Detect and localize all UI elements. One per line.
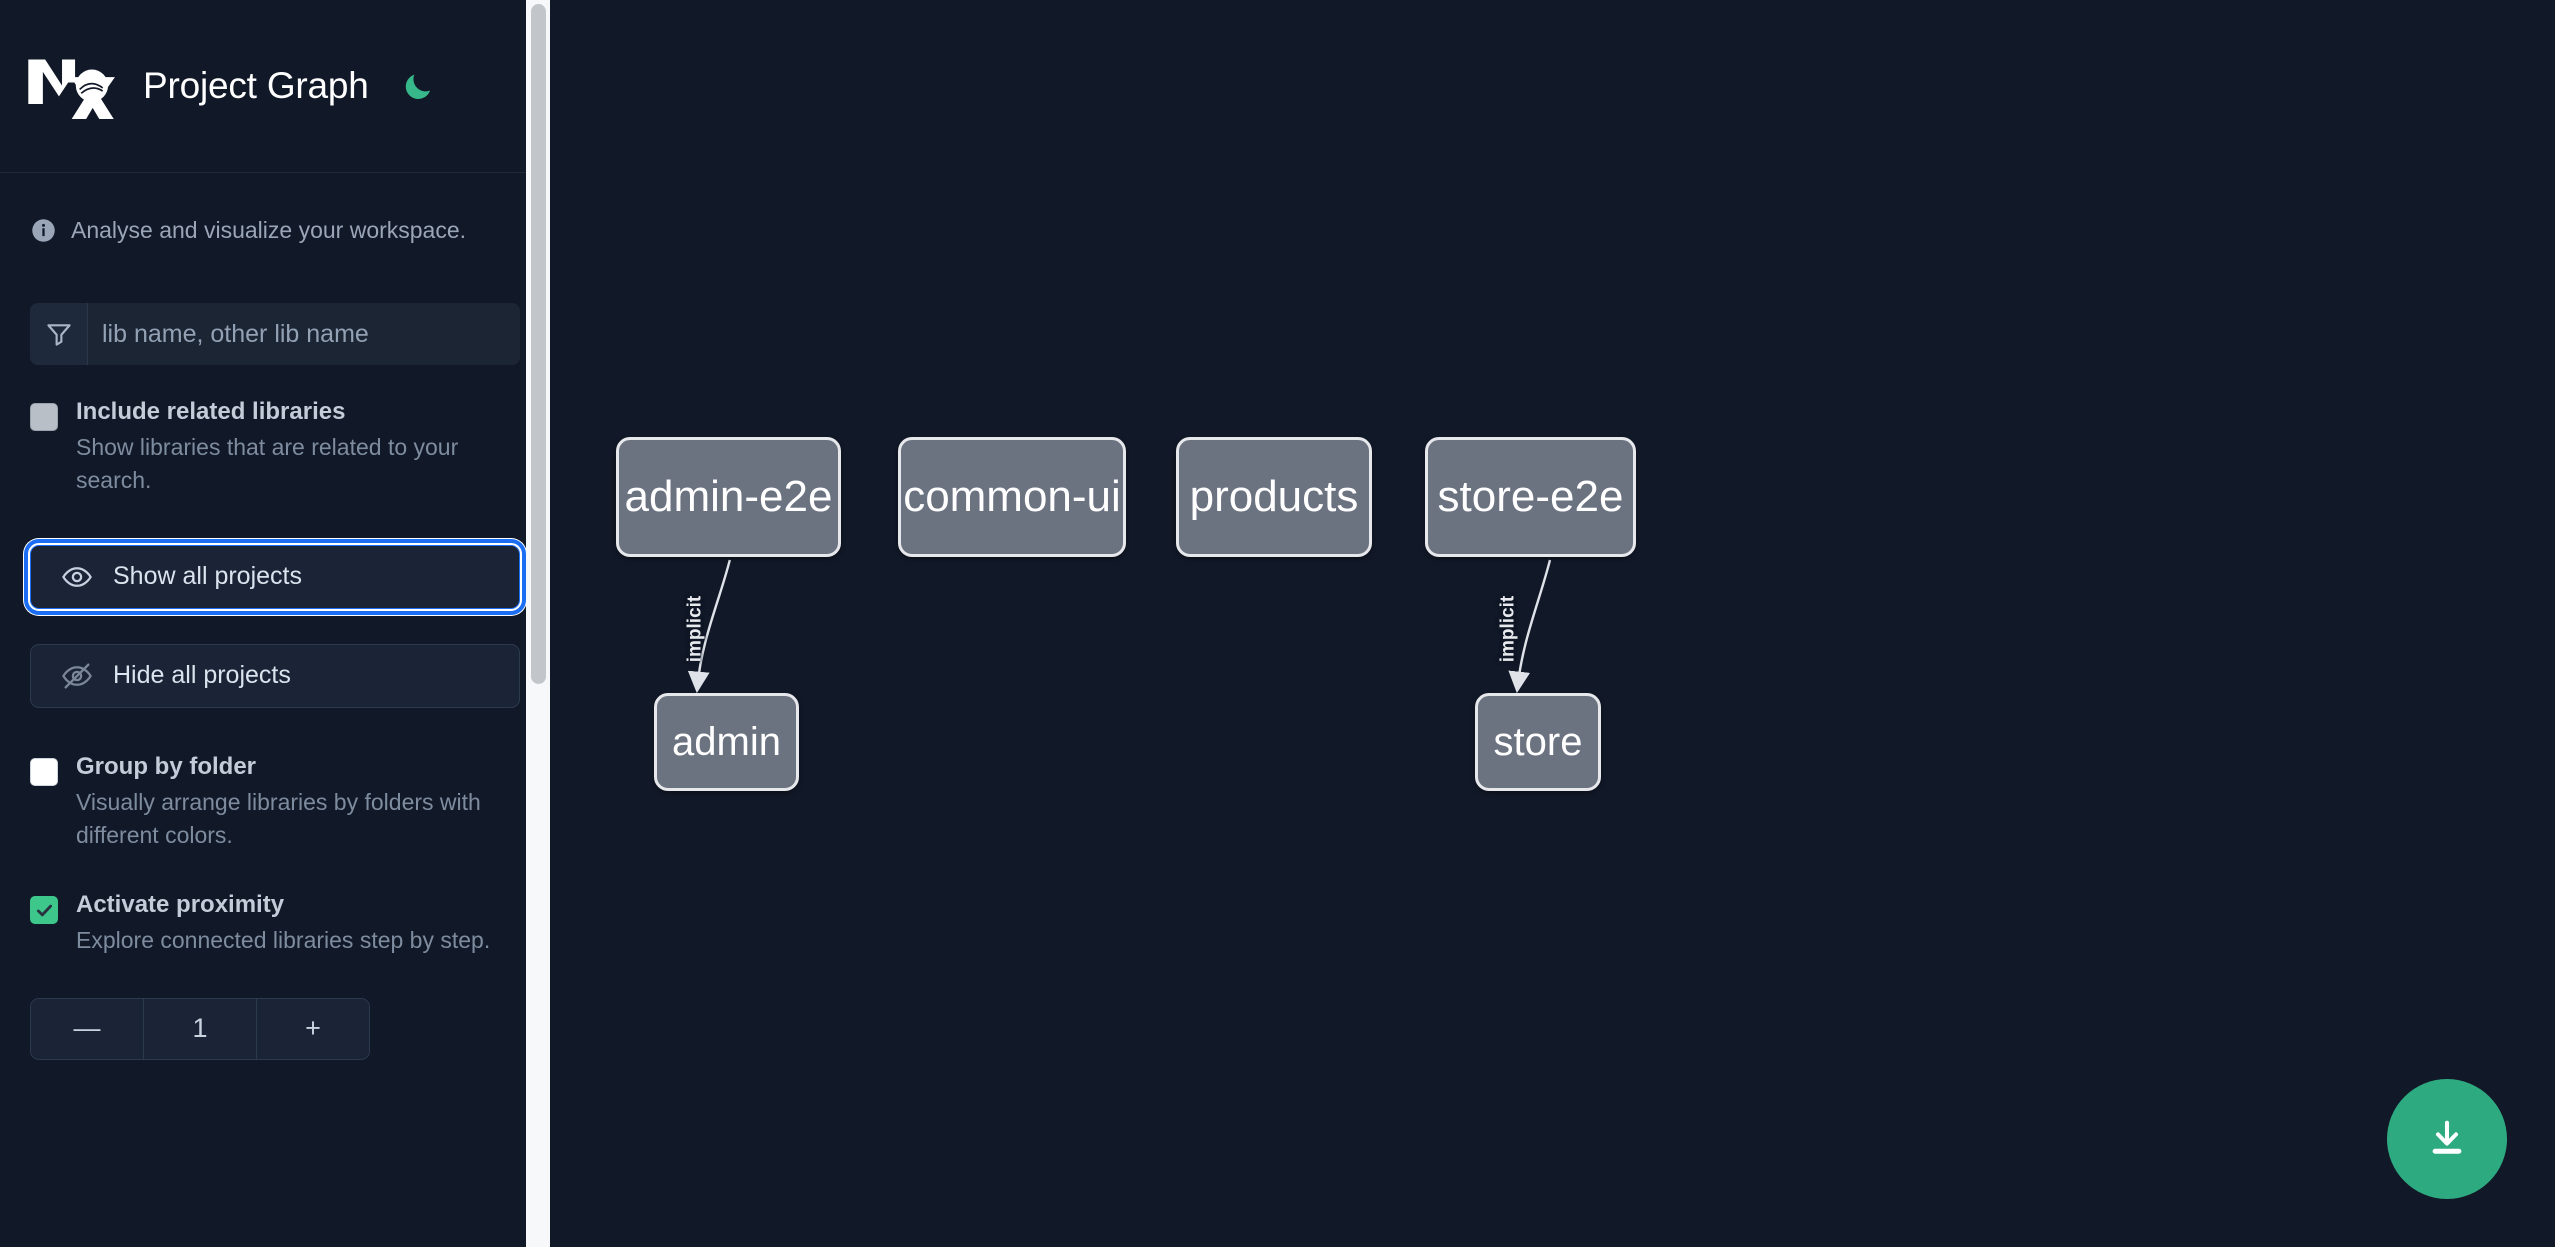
- graph-node-store[interactable]: store: [1475, 693, 1601, 791]
- search-row[interactable]: [30, 303, 520, 365]
- option-desc: Show libraries that are related to your …: [76, 434, 459, 494]
- graph-node-store-e2e[interactable]: store-e2e: [1425, 437, 1636, 557]
- graph-node-admin-e2e[interactable]: admin-e2e: [616, 437, 841, 557]
- sidebar-header: Project Graph: [0, 0, 550, 173]
- proximity-increment-button[interactable]: +: [257, 998, 369, 1059]
- graph-node-products[interactable]: products: [1176, 437, 1372, 557]
- eye-icon: [62, 566, 92, 587]
- graph-node-admin[interactable]: admin: [654, 693, 799, 791]
- option-desc: Explore connected libraries step by step…: [76, 927, 491, 954]
- page-title: Project Graph: [143, 65, 369, 106]
- proximity-value: 1: [143, 998, 257, 1059]
- show-all-projects-label: Show all projects: [113, 562, 302, 591]
- option-title: Include related libraries: [76, 398, 346, 425]
- download-icon: [2432, 1120, 2462, 1154]
- download-graph-button[interactable]: [2387, 1079, 2507, 1199]
- group-by-folder-checkbox[interactable]: [30, 757, 58, 786]
- option-desc: Visually arrange libraries by folders wi…: [76, 788, 481, 849]
- node-label: store: [1493, 719, 1583, 764]
- moon-icon[interactable]: [399, 67, 437, 105]
- option-title: Group by folder: [76, 752, 256, 780]
- option-title: Activate proximity: [76, 891, 285, 919]
- edge-admin-e2e-to-admin: [687, 559, 731, 694]
- project-visibility-buttons: Show all projects Hide all projects: [24, 538, 526, 708]
- tagline: Analyse and visualize your workspace.: [30, 173, 520, 254]
- graph-canvas[interactable]: admin-e2e common-ui products store-e2e a…: [550, 0, 2555, 1247]
- show-all-projects-button[interactable]: Show all projects: [24, 538, 526, 615]
- graph-edges: [687, 559, 1552, 694]
- check-icon: [36, 904, 52, 917]
- option-activate-proximity[interactable]: Activate proximity Explore connected lib…: [30, 890, 520, 957]
- node-label: admin: [672, 719, 781, 764]
- edge-store-e2e-to-store: [1508, 559, 1552, 694]
- option-group-by-folder[interactable]: Group by folder Visually arrange librari…: [30, 752, 520, 853]
- info-icon: [32, 219, 55, 242]
- tagline-text: Analyse and visualize your workspace.: [71, 217, 467, 243]
- hide-all-projects-button[interactable]: Hide all projects: [30, 643, 520, 708]
- funnel-glyph: [46, 324, 71, 346]
- node-label: products: [1189, 472, 1359, 521]
- graph-node-common-ui[interactable]: common-ui: [898, 437, 1126, 557]
- node-label: admin-e2e: [624, 472, 833, 521]
- include-related-libraries-checkbox[interactable]: [30, 403, 58, 431]
- filter-funnel-icon: [30, 303, 88, 365]
- node-label: store-e2e: [1437, 472, 1624, 521]
- sidebar-body: Analyse and visualize your workspace.: [0, 173, 550, 1060]
- proximity-stepper[interactable]: — 1 +: [30, 997, 370, 1060]
- hide-all-projects-label: Hide all projects: [113, 661, 291, 690]
- sidebar-scrollbar-thumb[interactable]: [531, 4, 546, 684]
- node-label: common-ui: [903, 472, 1121, 521]
- eye-slash-icon: [62, 663, 92, 689]
- sidebar-scrollbar-track[interactable]: [526, 0, 550, 1247]
- moon-glyph: [405, 74, 430, 99]
- option-include-related-libraries[interactable]: Include related libraries Show libraries…: [30, 397, 520, 498]
- nx-logo: [28, 59, 115, 119]
- search-input[interactable]: [88, 303, 520, 365]
- sidebar: Project Graph Analyse and visualize your…: [0, 0, 550, 1247]
- activate-proximity-checkbox[interactable]: [30, 896, 58, 925]
- proximity-decrement-button[interactable]: —: [31, 998, 143, 1059]
